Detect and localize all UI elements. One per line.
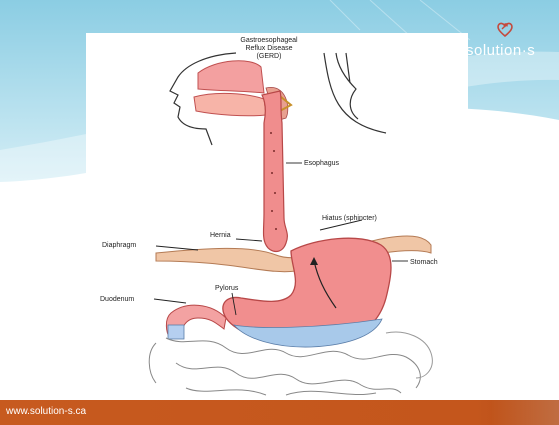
diagram-title-line-1: Gastroesophageal xyxy=(240,37,298,44)
diagram-title-line-3: (GERD) xyxy=(257,53,282,60)
label-pylorus: Pylorus xyxy=(215,285,239,292)
gerd-illustration: Gastroesophageal Reflux Disease (GERD) xyxy=(86,33,468,400)
label-duodenum: Duodenum xyxy=(100,296,134,303)
footer-url[interactable]: www.solution-s.ca xyxy=(6,406,86,417)
footer-corner-accent xyxy=(491,400,559,425)
label-hernia: Hernia xyxy=(210,232,231,239)
heart-arrow-icon xyxy=(496,20,514,38)
duodenum-section xyxy=(168,325,184,339)
footer-bar: www.solution-s.ca xyxy=(0,400,559,425)
label-hiatus: Hiatus (sphincter) xyxy=(322,215,377,222)
oral-cavity xyxy=(194,93,266,115)
label-esophagus: Esophagus xyxy=(304,160,340,167)
label-diaphragm: Diaphragm xyxy=(102,242,136,249)
gerd-figure: Gastroesophageal Reflux Disease (GERD) xyxy=(86,33,468,400)
nasal-cavity xyxy=(198,61,264,93)
logo-text: solution·s xyxy=(466,42,535,59)
intestines xyxy=(149,338,420,395)
diagram-title-line-2: Reflux Disease xyxy=(245,45,292,52)
brand-logo: solution·s xyxy=(466,20,556,70)
label-stomach: Stomach xyxy=(410,259,438,266)
